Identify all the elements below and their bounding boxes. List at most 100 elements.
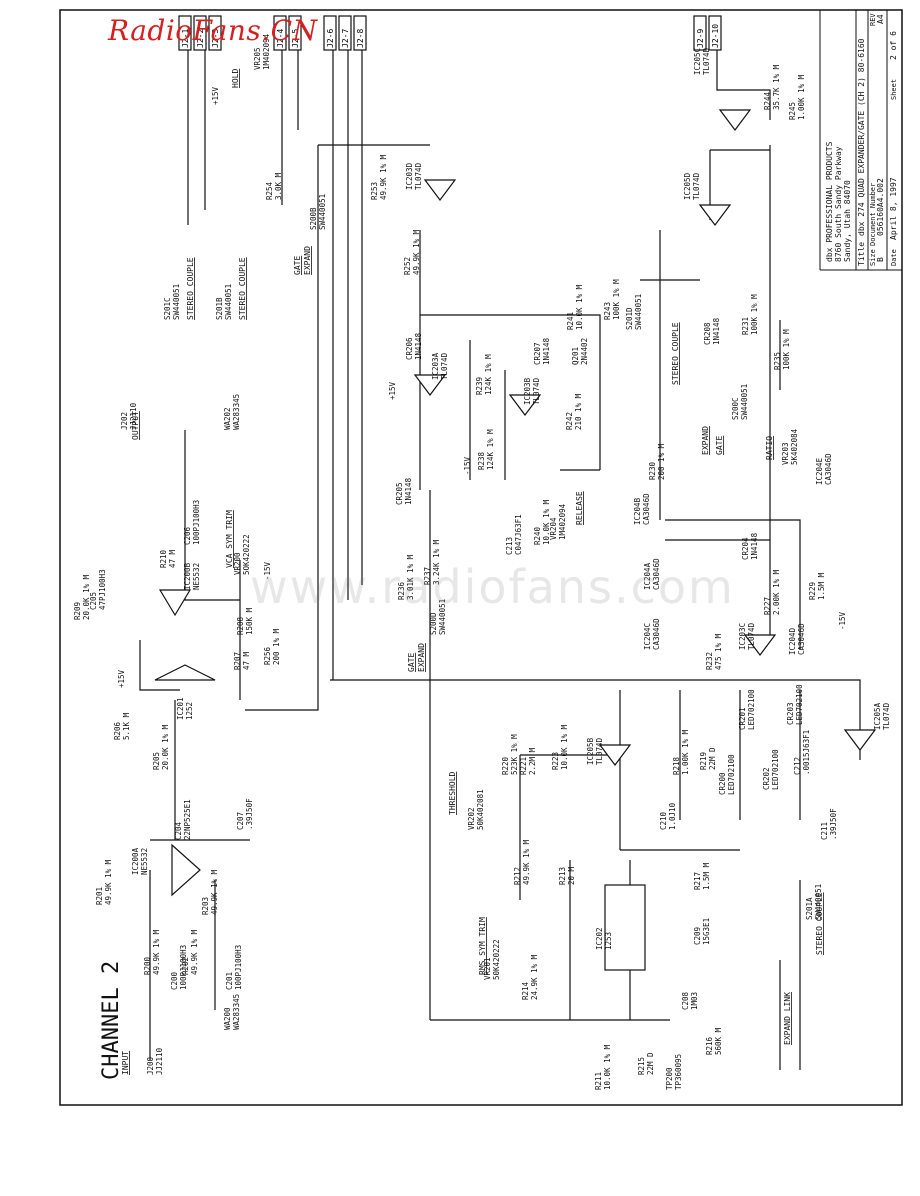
component-value: 210 1% M [574, 393, 583, 430]
component-ref: R245 [788, 102, 797, 120]
tb-docnum-label: Document Number [869, 183, 877, 246]
component-ref: CR201 [738, 707, 747, 730]
component-value: 22M D [646, 1052, 655, 1075]
connector-j2-6: J2-6 [323, 15, 337, 51]
connector-j2-2: J2-2 [193, 15, 207, 51]
component-value: SW440051 [740, 384, 749, 420]
svg-text:CHANNEL 2: CHANNEL 2 [99, 961, 124, 1080]
component-value: SW440051 [172, 284, 181, 320]
component-value: 47 M [242, 651, 251, 670]
component-ref: R243 [603, 302, 612, 320]
component-ref: R212 [513, 867, 522, 885]
component-ref: C208 [681, 991, 690, 1010]
component-value: 124K 1% M [484, 354, 493, 395]
tb-docnum: 056160A4.002 [876, 178, 885, 236]
component-ref: R219 [699, 752, 708, 770]
component-ref: IC205C [693, 48, 702, 75]
component-ref: R213 [558, 867, 567, 885]
component-ref: R244 [763, 91, 772, 110]
component-ref: IC201 [176, 697, 185, 720]
tb-size: B [876, 257, 885, 262]
label-gate-mid: GATE [715, 436, 724, 455]
component-ref: IC200B [183, 562, 192, 590]
component-value: 1N4148 [414, 332, 423, 360]
component-ref: CR204 [741, 537, 750, 560]
component-value: 20.0K 1% M [82, 574, 91, 620]
component-value: 3.01K 1% M [406, 554, 415, 600]
label-gate-top: GATE [293, 256, 302, 275]
component-value: 1252 [185, 702, 194, 720]
component-value: 15G3E1 [702, 918, 711, 945]
component-ref: CR200 [718, 772, 727, 795]
component-value: 47PJ100H3 [98, 569, 107, 610]
component-ref: S201B [215, 297, 224, 320]
component-value: CA3046D [652, 558, 661, 590]
connector-j2-3: J2-3 [208, 15, 222, 51]
component-value: CA3046D [642, 493, 651, 525]
component-value: TL074D [702, 47, 711, 75]
component-value: 24.9K 1% M [530, 954, 539, 1000]
connector-label: J2-10 [711, 24, 720, 48]
component-ref: C210 [659, 811, 668, 830]
label-stereo-couple-1: STEREO COUPLE [238, 257, 247, 320]
component-value: 1.5M M [817, 572, 826, 600]
component-value: 100PJ100H3 [179, 945, 188, 990]
component-value: 49.9K 1% M [412, 229, 421, 275]
component-ref: CR207 [533, 342, 542, 365]
component-ref: C200 [170, 971, 179, 990]
component-value: 49.9K 1% M [104, 859, 113, 905]
component-value: 10.0K 1% M [603, 1044, 612, 1090]
component-value: 5K402084 [790, 428, 799, 465]
tb-size-label: Size [869, 249, 877, 266]
connector-j2-7: J2-7 [338, 15, 352, 51]
component-ref: IC204A [643, 562, 652, 590]
component-value: 10.0K 1% M [560, 724, 569, 770]
component-ref: IC203A [431, 352, 440, 380]
component-ref: R208 [236, 616, 245, 635]
rail-pos-3: +15V [117, 669, 126, 688]
component-value: 1M402094 [262, 33, 271, 70]
component-ref: IC205D [683, 172, 692, 200]
component-value: 1.0J10 [668, 802, 677, 830]
component-value: 1253 [604, 932, 613, 950]
label-gate: GATE [407, 653, 416, 672]
component-ref: R254 [265, 181, 274, 200]
connector-j2-1: J2-1 [178, 15, 192, 51]
component-ref: R207 [233, 652, 242, 670]
tb-sheet-label: Sheet [890, 79, 898, 100]
connector-label: J2-5 [291, 29, 300, 48]
component-ref: C213 [505, 537, 514, 555]
component-value: 10.0K 1% M [542, 499, 551, 545]
component-ref: R256 [263, 646, 272, 665]
component-ref: R211 [594, 1072, 603, 1090]
component-value: 124K 1% M [486, 429, 495, 470]
connector-label: J2-8 [356, 29, 365, 48]
component-value: 20.0K 1% M [161, 724, 170, 770]
component-ref: C207 [236, 812, 245, 830]
component-ref: WA200 [223, 1007, 232, 1030]
